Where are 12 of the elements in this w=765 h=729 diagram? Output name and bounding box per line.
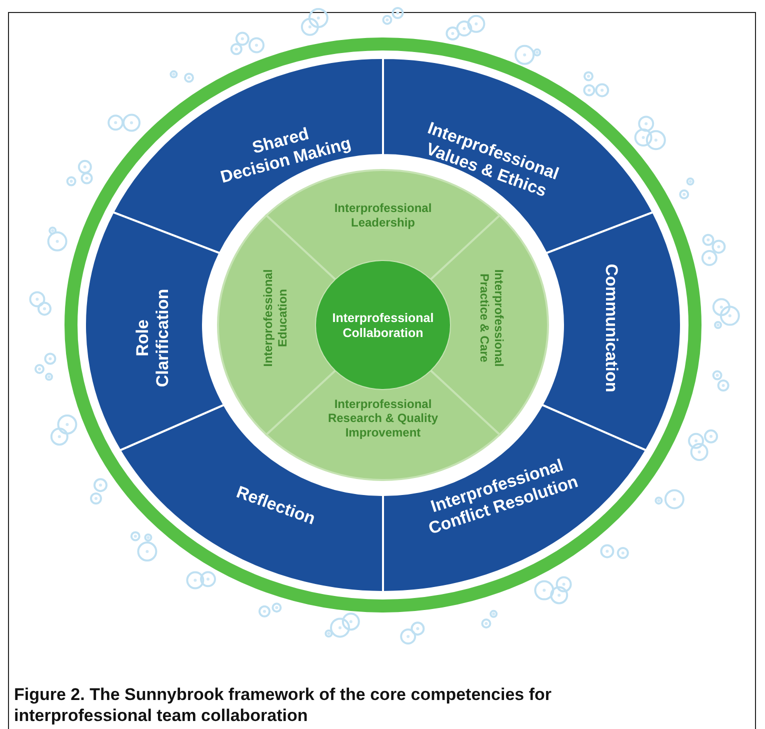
- segment-label: Role Clarification: [132, 288, 172, 388]
- ring-segment: [84, 211, 226, 452]
- segment-label: Interprofessional Practice & Care: [478, 269, 506, 367]
- figure-caption: Figure 2. The Sunnybrook framework of the core competencies for interprofessional team collaboration: [14, 684, 553, 726]
- segment-label: Interprofessional Education: [261, 269, 290, 367]
- ring-segment: [540, 211, 682, 452]
- segment-label: Shared Decision Making: [218, 124, 353, 187]
- segment-label: Interprofessional Leadership: [334, 201, 432, 230]
- segment-label: Communication: [602, 264, 622, 392]
- segment-label: Interprofessional Collaboration: [332, 311, 434, 340]
- segment-label: Interprofessional Research & Quality Improvement: [328, 397, 438, 440]
- center-circle: [316, 261, 450, 389]
